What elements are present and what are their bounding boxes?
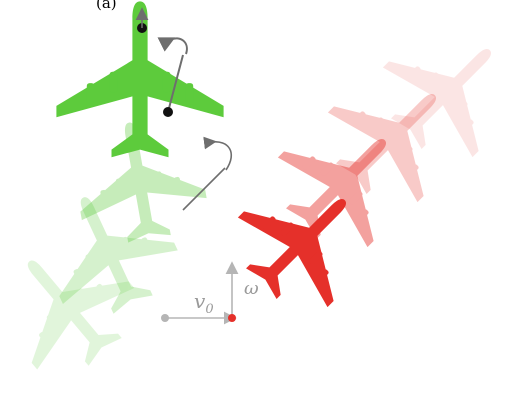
middle-arrow-line <box>182 167 226 211</box>
anchor-dot-red <box>228 314 236 322</box>
pivot-dot-upper <box>163 107 173 117</box>
upper-arrow-line <box>167 54 184 113</box>
upper-rotation-arrow-icon <box>157 37 188 55</box>
figure-label: (a) <box>96 0 117 12</box>
middle-rotation-arrow-icon <box>203 136 232 171</box>
angular-velocity-label: ω <box>244 278 259 299</box>
anchor-dot-light <box>161 314 169 322</box>
velocity-label: v0 <box>194 289 214 317</box>
